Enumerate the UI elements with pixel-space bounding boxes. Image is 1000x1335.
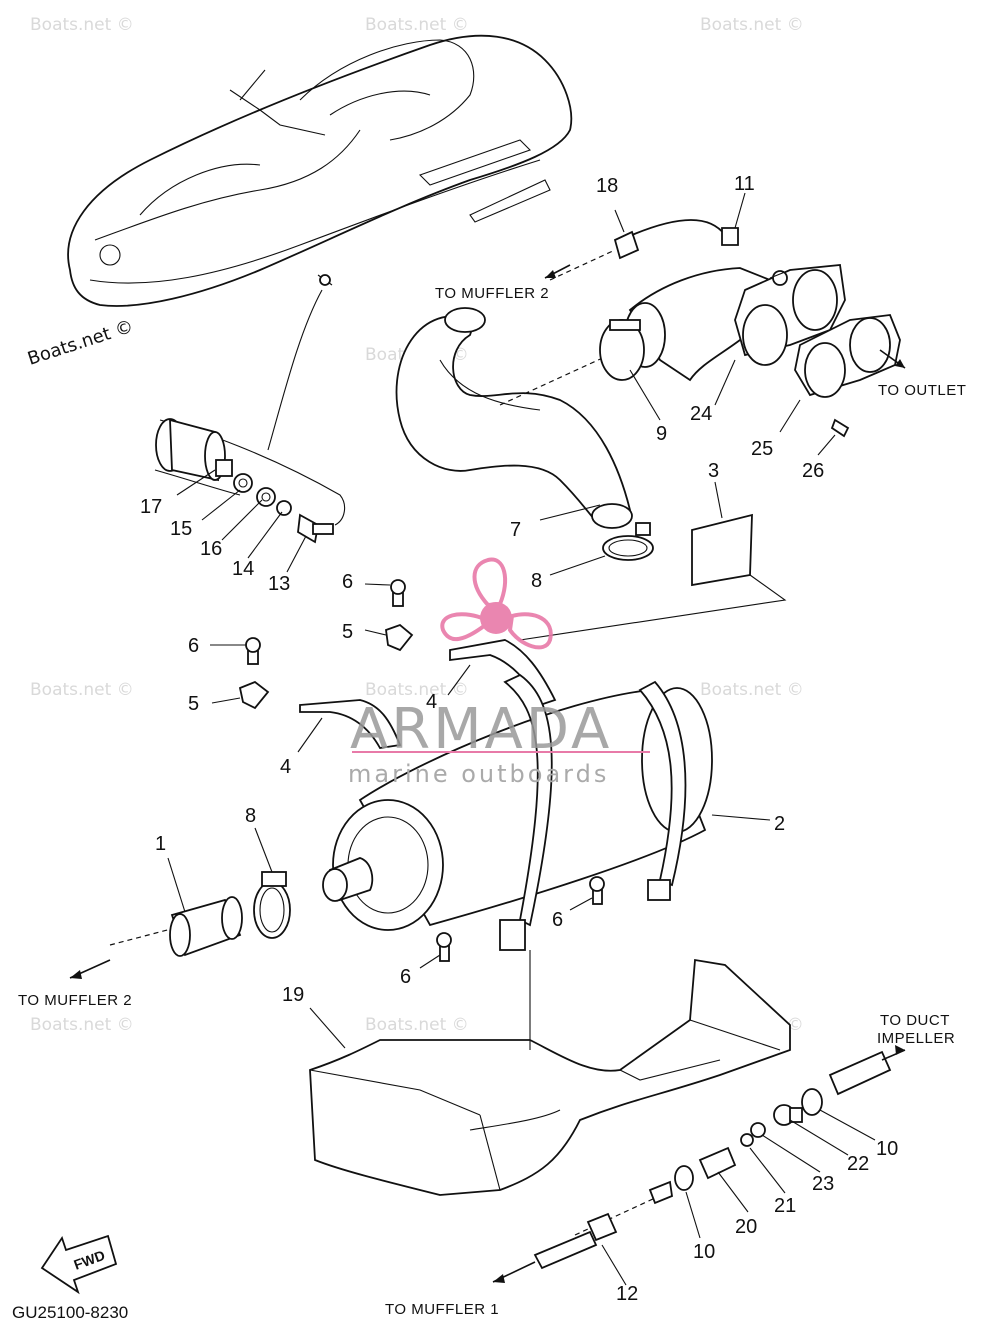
pipe-1 xyxy=(109,896,243,957)
hose-18 xyxy=(549,219,739,281)
to-muffler-2-left-label: TO MUFFLER 2 xyxy=(18,992,132,1009)
direction-arrows xyxy=(69,264,906,1283)
brand-watermark: ARMADA marine outboards xyxy=(348,557,650,788)
pad-3 xyxy=(691,513,753,587)
part-number: 14 xyxy=(232,558,254,580)
clamp-8-upper xyxy=(602,522,654,561)
watermark: Boats.net © xyxy=(30,15,134,35)
part-number: 5 xyxy=(188,693,199,715)
part-number: 8 xyxy=(531,570,542,592)
to-duct-label: TO DUCT xyxy=(880,1012,950,1029)
watermark: Boats.net © xyxy=(365,680,469,700)
part-number: 12 xyxy=(616,1283,638,1305)
part-number: 6 xyxy=(552,909,563,931)
to-muffler-2-top-label: TO MUFFLER 2 xyxy=(435,285,549,302)
part-number: 22 xyxy=(847,1153,869,1175)
exhaust-elbow-assembly xyxy=(599,264,901,438)
part-number: 3 xyxy=(708,460,719,482)
part-number: 10 xyxy=(876,1138,898,1160)
part-number: 2 xyxy=(774,813,785,835)
part-number: 4 xyxy=(426,691,437,713)
watermark: Boats.net © xyxy=(30,1015,134,1035)
watermark: Boats.net © xyxy=(700,680,804,700)
muffler-canister-2 xyxy=(322,673,713,951)
direction-labels: TO MUFFLER 2 TO OUTLET TO MUFFLER 2 TO D… xyxy=(18,285,966,1318)
muffler-tray-19 xyxy=(309,958,791,1196)
part-number: 9 xyxy=(656,423,667,445)
fittings xyxy=(533,1050,892,1270)
watermark: Boats.net © xyxy=(30,680,134,700)
part-number: 17 xyxy=(140,496,162,518)
part-number: 20 xyxy=(735,1216,757,1238)
leader-lines xyxy=(167,192,876,1286)
mount-bracket-detail xyxy=(154,418,346,544)
part-number: 25 xyxy=(751,438,773,460)
part-number: 19 xyxy=(282,984,304,1006)
band-hardware xyxy=(238,579,557,749)
impeller-label: IMPELLER xyxy=(877,1030,955,1047)
part-number: 6 xyxy=(400,966,411,988)
part-number: 11 xyxy=(734,173,755,195)
part-number: 23 xyxy=(812,1173,834,1195)
part-number: 15 xyxy=(170,518,192,540)
watermark-main: Boats.net © xyxy=(25,316,136,370)
part-number: 4 xyxy=(280,756,291,778)
part-number: 26 xyxy=(802,460,824,482)
clamp-8-lower xyxy=(253,871,291,939)
to-outlet-label: TO OUTLET xyxy=(878,382,966,399)
part-number: 6 xyxy=(188,635,199,657)
propeller-logo-icon xyxy=(440,557,553,650)
part-number: 5 xyxy=(342,621,353,643)
part-number: 6 xyxy=(342,571,353,593)
fwd-arrow: FWD xyxy=(40,1234,118,1295)
watermark: Boats.net © xyxy=(700,15,804,35)
part-number: 13 xyxy=(268,573,290,595)
part-number: 16 xyxy=(200,538,222,560)
part-number: 18 xyxy=(596,175,618,197)
part-number: 1 xyxy=(155,833,166,855)
watercraft-illustration xyxy=(67,34,573,307)
watermark: Boats.net © xyxy=(365,1015,469,1035)
to-muffler-1-label: TO MUFFLER 1 xyxy=(385,1301,499,1318)
part-number-labels: 18 11 9 24 25 26 3 7 8 17 15 16 14 13 6 … xyxy=(140,173,898,1305)
bolts-6-lower xyxy=(436,876,605,962)
part-number: 24 xyxy=(690,403,712,425)
part-number: 10 xyxy=(693,1241,715,1263)
diagram-code: GU25100-8230 xyxy=(12,1303,128,1322)
part-number: 21 xyxy=(774,1195,796,1217)
brand-tagline: marine outboards xyxy=(348,760,609,788)
watermark: Boats.net © xyxy=(365,15,469,35)
exhaust-pipe-7 xyxy=(395,307,633,529)
part-number: 8 xyxy=(245,805,256,827)
part-number: 7 xyxy=(510,519,521,541)
